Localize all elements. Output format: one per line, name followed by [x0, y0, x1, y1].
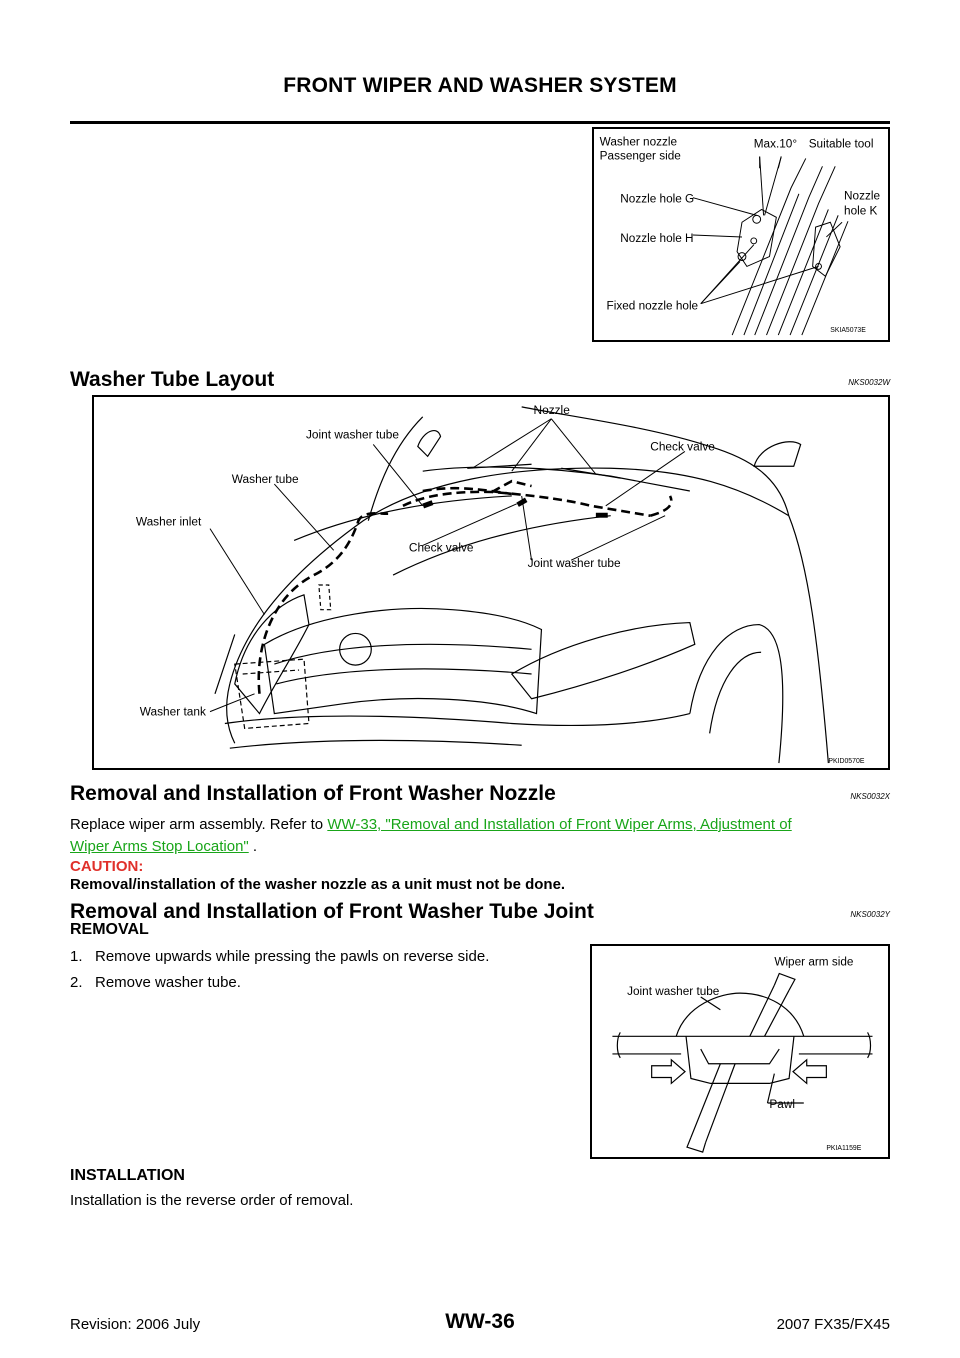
label-washer-nozzle: Washer nozzle — [600, 136, 678, 149]
section-title-front-washer-nozzle: Removal and Installation of Front Washer… — [70, 782, 556, 805]
joint-washer-tube-figure: Wiper arm side Joint washer tube Pawl — [590, 944, 890, 1159]
label-check-valve-center: Check valve — [409, 540, 474, 554]
refer-text: Replace wiper arm assembly. Refer to — [70, 816, 328, 833]
label-joint-washer-tube: Joint washer tube — [627, 985, 720, 998]
footer-page-number: WW-36 — [445, 1310, 515, 1333]
footer-revision: Revision: 2006 July — [70, 1316, 201, 1333]
removal-step-2: 2. Remove washer tube. — [70, 974, 241, 991]
section-code: NKS0032Y — [850, 910, 890, 919]
label-suitable-tool: Suitable tool — [809, 138, 874, 151]
label-pawl: Pawl — [769, 1098, 795, 1111]
section-title-washer-tube-layout: Washer Tube Layout — [70, 368, 275, 391]
header-rule — [70, 121, 890, 124]
washer-tube-layout-drawing: Nozzle Joint washer tube Check valve Was… — [136, 403, 865, 765]
section-code: NKS0032X — [850, 792, 890, 801]
label-washer-tank: Washer tank — [140, 705, 206, 719]
label-max-angle: Max.10° — [754, 138, 797, 151]
label-wiper-arm-side: Wiper arm side — [774, 956, 854, 969]
refer-paragraph: Replace wiper arm assembly. Refer to WW-… — [70, 814, 900, 858]
footer-model: 2007 FX35/FX45 — [776, 1316, 890, 1333]
label-check-valve-right: Check valve — [650, 439, 715, 453]
nozzle-adjustment-figure: Washer nozzle Passenger side Max.10° Sui… — [592, 127, 890, 342]
label-joint-washer-tube-top: Joint washer tube — [306, 428, 399, 442]
installation-text: Installation is the reverse order of rem… — [70, 1192, 354, 1209]
caution-text: Removal/installation of the washer nozzl… — [70, 876, 566, 893]
section-title-front-washer-tube-joint: Removal and Installation of Front Washer… — [70, 900, 594, 923]
label-hole-k: hole K — [844, 204, 878, 217]
figure-code: PKIA1159E — [826, 1145, 861, 1152]
caution-label: CAUTION: — [70, 858, 144, 875]
label-joint-washer-tube-bottom: Joint washer tube — [528, 556, 621, 570]
removal-step-1: 1. Remove upwards while pressing the paw… — [70, 948, 490, 965]
joint-washer-tube-drawing: Wiper arm side Joint washer tube Pawl — [612, 956, 873, 1153]
installation-heading: INSTALLATION — [70, 1167, 185, 1184]
figure-code: SKIA5073E — [830, 327, 866, 334]
removal-heading: REMOVAL — [70, 921, 149, 938]
label-washer-inlet: Washer inlet — [136, 515, 202, 529]
figure-code: PKID0570E — [828, 758, 864, 765]
label-fixed-nozzle-hole: Fixed nozzle hole — [607, 300, 699, 313]
reference-link-continued[interactable]: Wiper Arms Stop Location" — [70, 838, 249, 855]
page-title: FRONT WIPER AND WASHER SYSTEM — [283, 74, 677, 97]
reference-link[interactable]: WW-33, "Removal and Installation of Fron… — [327, 816, 792, 833]
label-passenger-side: Passenger side — [600, 149, 682, 162]
nozzle-adjustment-drawing: Washer nozzle Passenger side Max.10° Sui… — [600, 136, 880, 336]
label-nozzle-hole-g: Nozzle hole G — [620, 193, 694, 206]
label-nozzle-hole-h: Nozzle hole H — [620, 232, 693, 245]
label-nozzle: Nozzle — [844, 190, 880, 203]
label-nozzle: Nozzle — [534, 403, 571, 417]
section-code: NKS0032W — [848, 378, 890, 387]
refer-text-end: . — [248, 838, 258, 855]
washer-tube-layout-figure: Nozzle Joint washer tube Check valve Was… — [92, 395, 890, 770]
label-washer-tube: Washer tube — [232, 472, 299, 486]
